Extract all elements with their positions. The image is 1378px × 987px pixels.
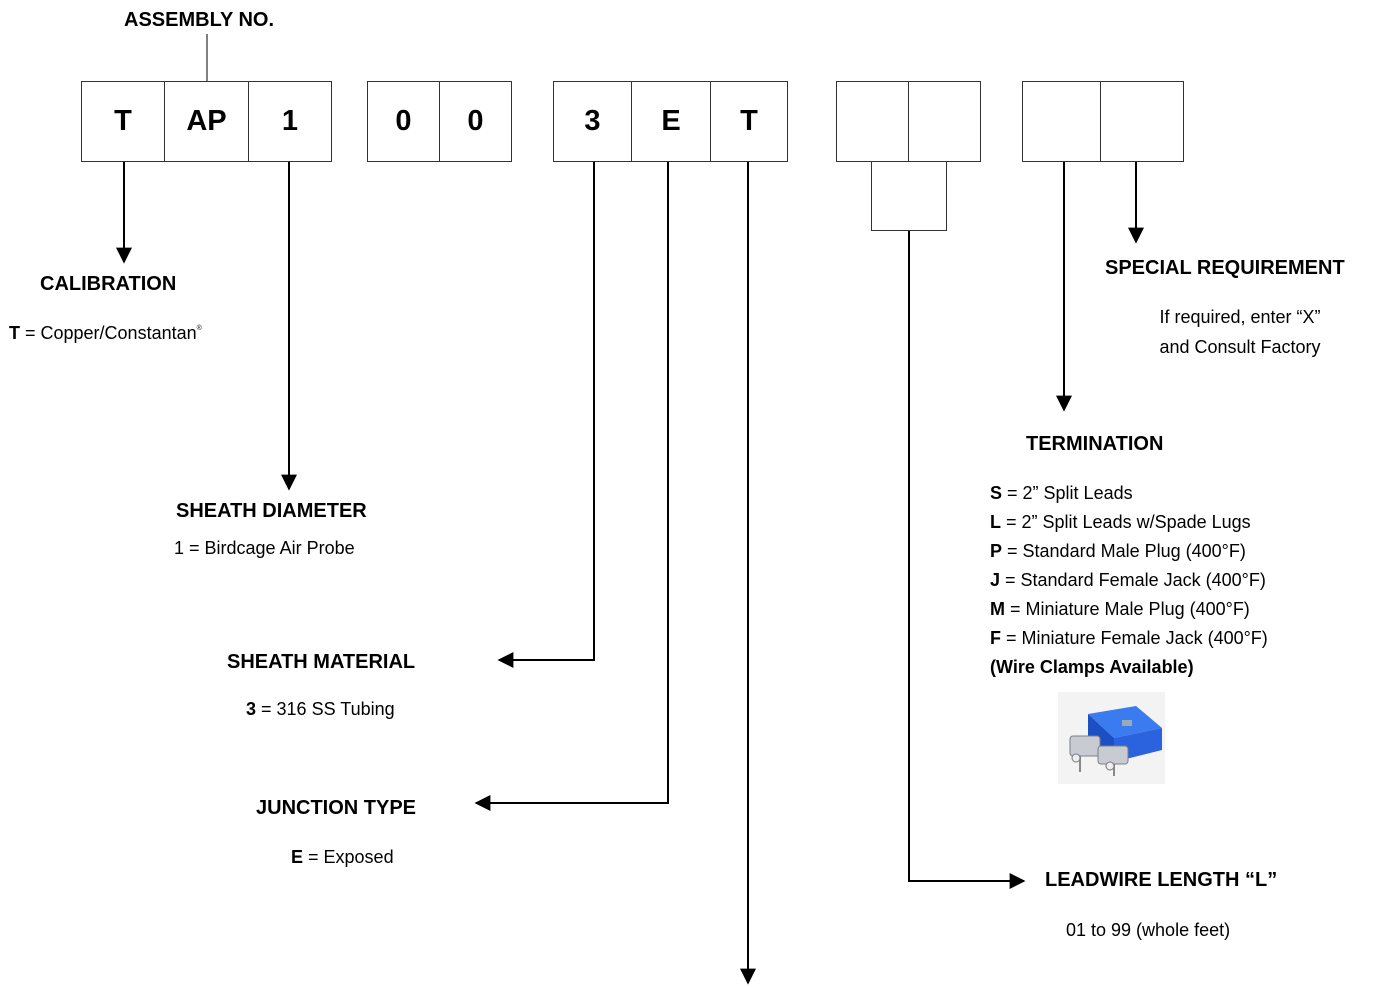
code-box-ap: AP <box>164 81 249 162</box>
calibration-option: T = Copper/Constantan® <box>9 314 202 348</box>
material-arrow <box>497 162 595 668</box>
connector-plug-icon <box>1069 706 1162 776</box>
assembly-label: ASSEMBLY NO. <box>124 9 275 31</box>
code-box-extra: T <box>710 81 788 162</box>
sheath-diameter-option: 1 = Birdcage Air Probe <box>174 538 355 558</box>
junction-type-heading: JUNCTION TYPE <box>256 797 417 819</box>
code-box-leadwire-1 <box>836 81 909 162</box>
junction-arrow <box>474 162 669 811</box>
code-box-leadwire-2 <box>908 81 981 162</box>
code-box-material: 3 <box>553 81 632 162</box>
junction-type-code: E <box>291 847 304 867</box>
calibration-text: = Copper/Constantan <box>20 323 197 343</box>
termination-heading: TERMINATION <box>1026 433 1164 455</box>
sheath-material-option: 3 = 316 SS Tubing <box>246 695 395 724</box>
special-requirement-line1: If required, enter “X” <box>1159 307 1321 327</box>
junction-type-option: E = Exposed <box>291 843 394 872</box>
termination-option-s: S = 2” Split Leads <box>990 483 1133 503</box>
termination-option-j: J = Standard Female Jack (400°F) <box>990 570 1266 590</box>
sheath-diameter-heading: SHEATH DIAMETER <box>176 500 367 522</box>
termination-option-l: L = 2” Split Leads w/Spade Lugs <box>990 512 1251 532</box>
termination-options: S = 2” Split Leads L = 2” Split Leads w/… <box>990 479 1268 682</box>
code-box-special <box>1100 81 1184 162</box>
special-requirement-heading: SPECIAL REQUIREMENT <box>1105 257 1345 279</box>
code-box-junction: E <box>631 81 711 162</box>
code-box-termination <box>1022 81 1101 162</box>
leadwire-tab <box>871 161 947 231</box>
code-box-zero-2: 0 <box>439 81 512 162</box>
sheath-material-code: 3 <box>246 699 257 719</box>
termination-option-f: F = Miniature Female Jack (400°F) <box>990 628 1268 648</box>
termination-option-m: M = Miniature Male Plug (400°F) <box>990 599 1250 619</box>
code-box-calibration: T <box>81 81 165 162</box>
termination-option-p: P = Standard Male Plug (400°F) <box>990 541 1246 561</box>
code-box-diameter: 1 <box>248 81 332 162</box>
termination-note: (Wire Clamps Available) <box>990 657 1194 677</box>
special-requirement-line2: and Consult Factory <box>1159 337 1321 357</box>
sheath-material-text: = 316 SS Tubing <box>256 699 395 719</box>
connector-image <box>1058 692 1165 784</box>
code-box-zero-1: 0 <box>367 81 440 162</box>
calibration-heading: CALIBRATION <box>40 273 177 295</box>
junction-type-text: = Exposed <box>303 847 394 867</box>
leadwire-length-heading: LEADWIRE LENGTH “L” <box>1045 869 1278 891</box>
calibration-code: T <box>9 323 20 343</box>
registered-mark: ® <box>196 325 202 332</box>
leadwire-length-option: 01 to 99 (whole feet) <box>1066 920 1231 940</box>
sheath-material-heading: SHEATH MATERIAL <box>227 651 416 673</box>
leadwire-arrow <box>908 230 1026 889</box>
